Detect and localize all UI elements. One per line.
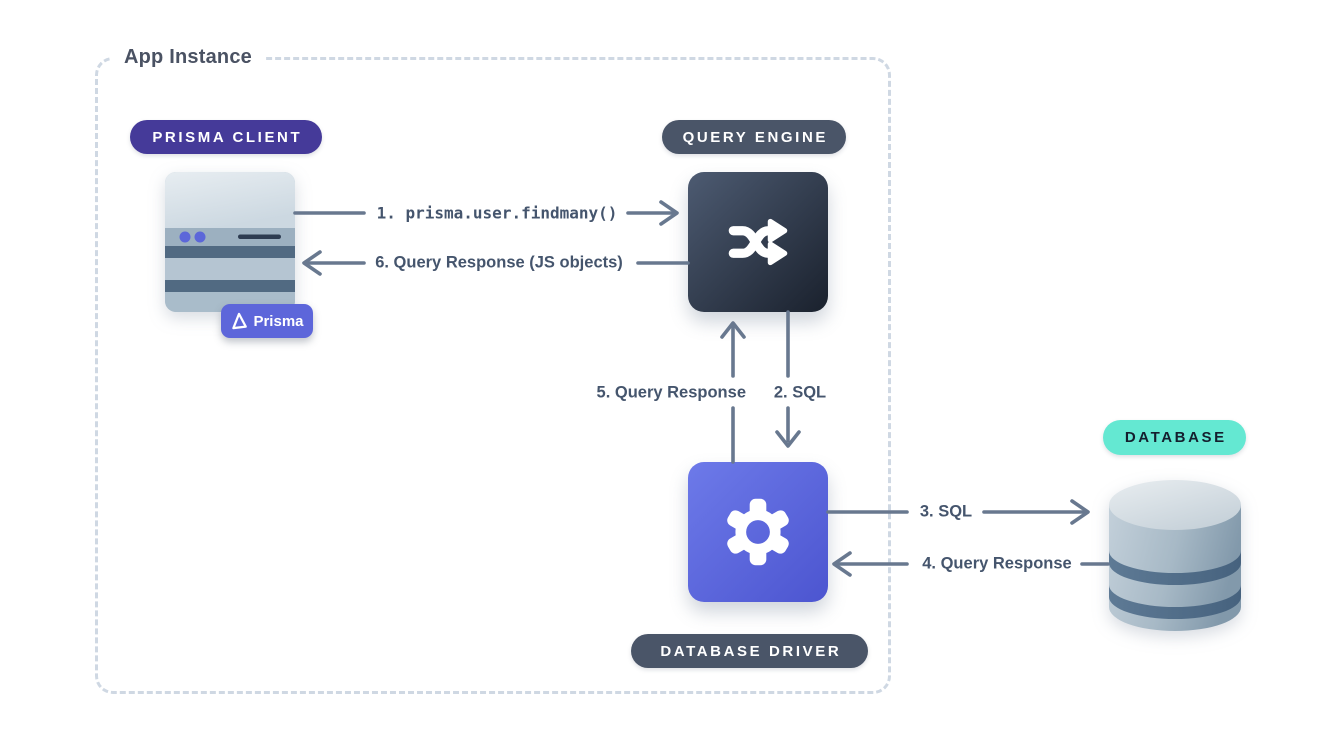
flow-label-2: 2. SQL: [769, 383, 831, 403]
database-driver-node: [688, 462, 828, 602]
prisma-logo-badge: Prisma: [221, 304, 313, 338]
app-instance-title: App Instance: [112, 44, 264, 71]
app-instance-box: [95, 57, 891, 694]
flow-label-4: 4. Query Response: [918, 554, 1076, 574]
flow-label-3: 3. SQL: [915, 502, 977, 522]
flow-label-1: 1. prisma.user.findmany(): [372, 203, 622, 223]
shuffle-icon: [721, 205, 795, 279]
gear-icon: [720, 494, 796, 570]
flow-label-5: 5. Query Response: [592, 383, 750, 403]
query-engine-node: [688, 172, 828, 312]
prisma-logo-label: Prisma: [253, 312, 304, 330]
flow-label-6: 6. Query Response (JS objects): [371, 253, 627, 273]
database-driver-badge: DATABASE DRIVER: [631, 634, 868, 668]
prisma-logo-icon: [230, 312, 248, 330]
flow-3-arrowhead: [1070, 499, 1090, 525]
prisma-client-badge: PRISMA CLIENT: [130, 120, 322, 154]
server-icon: [165, 172, 295, 312]
database-badge: DATABASE: [1103, 420, 1246, 455]
query-engine-badge: QUERY ENGINE: [662, 120, 846, 154]
database-cylinder-icon: [1108, 477, 1242, 633]
